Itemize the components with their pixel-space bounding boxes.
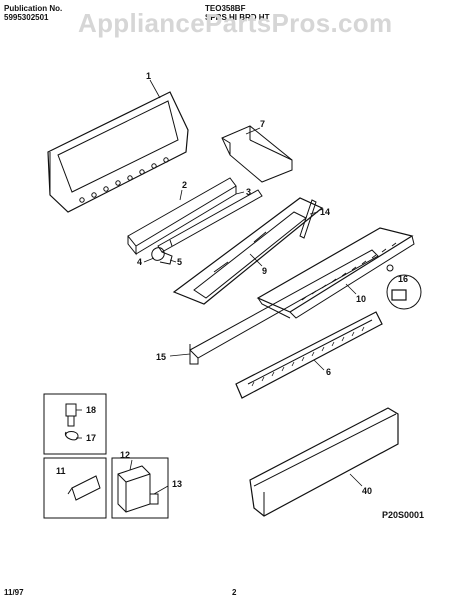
footer-date: 11/97 (4, 588, 24, 597)
callout-18: 18 (86, 405, 96, 415)
callout-6: 6 (326, 367, 331, 377)
detail-circle-16 (386, 274, 422, 310)
callout-10: 10 (356, 294, 366, 304)
part-rod (157, 189, 263, 253)
callout-4: 4 (137, 257, 142, 267)
callout-7: 7 (260, 119, 265, 129)
callout-1: 1 (146, 71, 151, 81)
callout-11: 11 (56, 466, 66, 476)
inset-box-17-18 (43, 393, 107, 455)
part-kick-plate (249, 407, 399, 517)
callout-2: 2 (182, 180, 187, 190)
callout-40: 40 (362, 486, 372, 496)
callout-3: 3 (246, 187, 251, 197)
part-vent-strip (235, 311, 383, 399)
callout-15: 15 (156, 352, 166, 362)
page-number: 2 (232, 588, 237, 597)
part-switch (386, 264, 407, 301)
part-glass-panel (172, 197, 324, 305)
callout-12: 12 (120, 450, 130, 460)
part-strip (299, 199, 317, 239)
callout-labels: 1 2 3 4 5 6 7 9 10 11 12 13 14 15 16 17 … (56, 71, 408, 496)
part-front-frame (47, 91, 189, 213)
leader-lines (76, 79, 363, 495)
watermark: AppliancePartsPros.com (78, 8, 393, 38)
publication-number: 5995302501 (4, 13, 49, 22)
diagram-code: P20S0001 (382, 510, 425, 520)
callout-16: 16 (398, 274, 408, 284)
part-clip-spring (151, 247, 173, 265)
part-bracket (221, 125, 293, 183)
publication-label: Publication No. (4, 4, 63, 13)
inset-box-11 (43, 457, 107, 519)
callout-9: 9 (262, 266, 267, 276)
part-trim-rail (127, 177, 237, 256)
inset-box-12-13 (111, 457, 169, 519)
callout-14: 14 (320, 207, 330, 217)
callout-13: 13 (172, 479, 182, 489)
model-number: TEO358BF (205, 4, 246, 13)
part-switch-block (117, 465, 159, 513)
callout-5: 5 (177, 257, 182, 267)
section-title: SPRS HI BRD HT (205, 13, 270, 22)
callout-17: 17 (86, 433, 96, 443)
part-light-bulb (64, 403, 79, 441)
part-lower-rail (189, 249, 379, 365)
part-thermostat (67, 475, 101, 501)
